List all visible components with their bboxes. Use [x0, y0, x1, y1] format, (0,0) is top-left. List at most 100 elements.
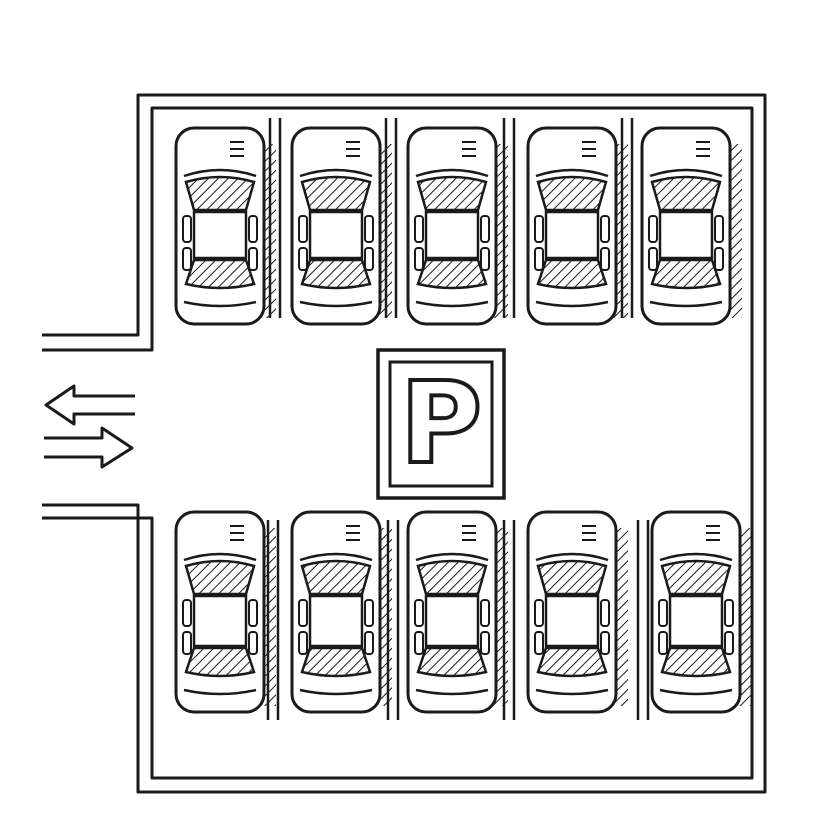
top-row-car-3 [406, 126, 508, 326]
car-trunk-line [183, 688, 257, 696]
top-row-car-5 [640, 126, 742, 326]
car-side-window [658, 631, 668, 655]
car-side-window [414, 631, 424, 655]
car-hood-line [649, 168, 723, 178]
car-side-window [714, 215, 724, 243]
car-roof [424, 210, 480, 260]
bottom-row-car-3 [406, 510, 508, 714]
car-side-window [364, 215, 374, 243]
car-hood-line [183, 168, 257, 178]
car-windshield [536, 559, 608, 596]
car-side-window [600, 215, 610, 243]
car-side-window [298, 247, 308, 271]
car-side-window [600, 631, 610, 655]
car-side-window [600, 247, 610, 271]
car-side-window [248, 599, 258, 627]
car-windshield [300, 175, 372, 212]
car-side-window [182, 631, 192, 655]
car-rear-window [536, 646, 608, 678]
lot-walls [42, 93, 767, 794]
car-hood-line [183, 552, 257, 562]
car-trunk-line [535, 688, 609, 696]
car-roof [308, 594, 364, 648]
bottom-row-car-1 [174, 510, 276, 714]
car-roof [192, 210, 248, 260]
car-side-window [182, 215, 192, 243]
car-side-window [182, 247, 192, 271]
car-windshield [536, 175, 608, 212]
car-hood-line [299, 552, 373, 562]
car-side-window [658, 599, 668, 627]
car-side-window [534, 599, 544, 627]
car-roof [544, 594, 600, 648]
car-rear-window [184, 258, 256, 290]
car-side-window [600, 599, 610, 627]
car-trunk-line [415, 300, 489, 308]
bottom-row-car-2 [290, 510, 392, 714]
car-trunk-line [299, 688, 373, 696]
car-side-window [480, 599, 490, 627]
car-trunk-line [415, 688, 489, 696]
car-trunk-line [649, 300, 723, 308]
car-roof [308, 210, 364, 260]
car-roof [424, 594, 480, 648]
car-side-window [480, 215, 490, 243]
car-hood-line [535, 168, 609, 178]
car-side-window [248, 215, 258, 243]
car-roof [544, 210, 600, 260]
car-side-window [724, 631, 734, 655]
car-side-window [714, 247, 724, 271]
car-windshield [416, 175, 488, 212]
top-row-car-2 [290, 126, 392, 326]
car-hood-line [659, 552, 733, 562]
car-side-window [364, 599, 374, 627]
car-hood-line [415, 168, 489, 178]
bottom-row-car-5 [650, 510, 752, 714]
bottom-row-cars [174, 510, 752, 714]
car-hood-line [299, 168, 373, 178]
bottom-row-car-4 [526, 510, 628, 714]
car-side-window [648, 215, 658, 243]
arrow-right-icon [44, 426, 134, 469]
car-rear-window [416, 258, 488, 290]
car-side-window [480, 247, 490, 271]
car-trunk-line [299, 300, 373, 308]
car-windshield [300, 559, 372, 596]
car-rear-window [300, 646, 372, 678]
arrow-left-icon [44, 384, 135, 426]
car-rear-window [536, 258, 608, 290]
car-windshield [650, 175, 722, 212]
car-side-window [364, 631, 374, 655]
car-roof [658, 210, 714, 260]
car-hood-line [415, 552, 489, 562]
car-side-window [414, 215, 424, 243]
car-side-window [298, 215, 308, 243]
car-windshield [184, 175, 256, 212]
car-side-window [364, 247, 374, 271]
car-trunk-line [183, 300, 257, 308]
car-roof [192, 594, 248, 648]
car-side-window [534, 631, 544, 655]
car-roof [668, 594, 724, 648]
car-side-window [182, 599, 192, 627]
car-side-window [414, 599, 424, 627]
car-side-window [648, 247, 658, 271]
car-side-window [248, 247, 258, 271]
car-side-window [480, 631, 490, 655]
top-row-car-4 [526, 126, 628, 326]
car-windshield [184, 559, 256, 596]
car-rear-window [650, 258, 722, 290]
car-rear-window [184, 646, 256, 678]
car-side-window [298, 599, 308, 627]
top-row-car-1 [174, 126, 276, 326]
car-side-window [534, 247, 544, 271]
car-side-window [414, 247, 424, 271]
car-windshield [660, 559, 732, 596]
car-rear-window [300, 258, 372, 290]
car-trunk-line [659, 688, 733, 696]
top-row-cars [174, 126, 742, 326]
car-hood-line [535, 552, 609, 562]
car-side-window [298, 631, 308, 655]
car-side-window [724, 599, 734, 627]
